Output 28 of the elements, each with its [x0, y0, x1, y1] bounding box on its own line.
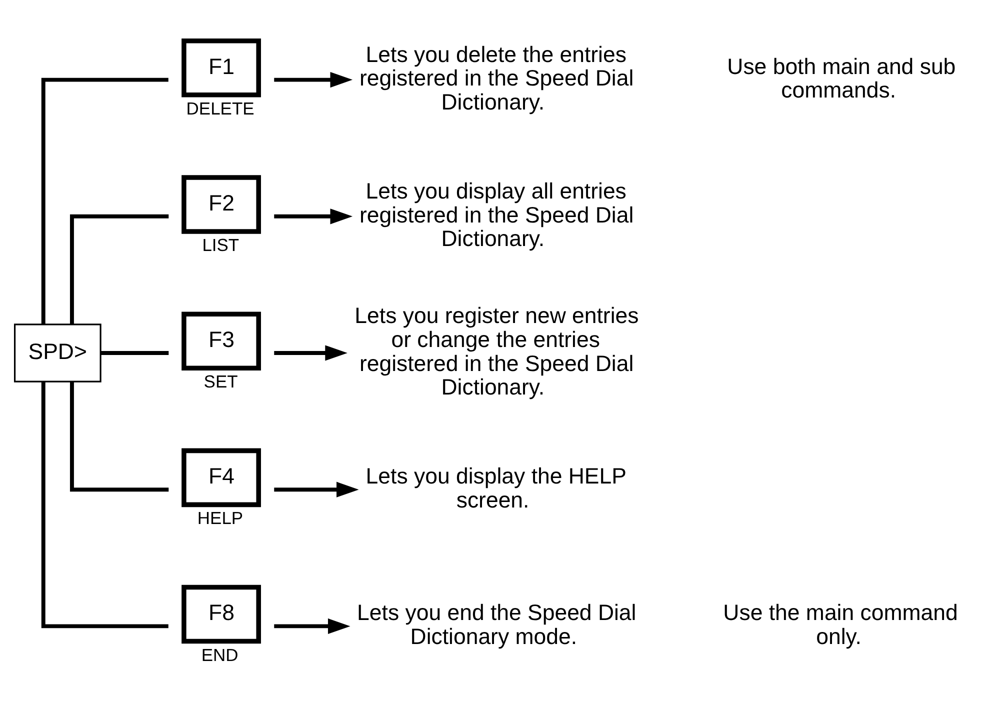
node-label: SET [204, 371, 238, 392]
node-box: F1 [182, 38, 261, 97]
node-box: SPD> [14, 323, 102, 382]
label: Use the main command only. [723, 600, 958, 648]
node-label: HELP [197, 508, 244, 528]
node-box: F2 [182, 174, 261, 234]
node-box: F3 [182, 311, 261, 370]
node-box: F8 [182, 584, 261, 644]
node-text: Lets you delete the entries registered in the Speed Dial Dictionary. [359, 41, 634, 114]
node-text: Lets you end the Speed Dial Dictionary mode. [357, 600, 636, 648]
connector [70, 214, 169, 324]
node-label: DELETE [186, 98, 254, 118]
connector [41, 381, 168, 628]
node-text: Lets you display all entries registered in the Speed Dial Dictionary. [359, 178, 634, 251]
connector [100, 350, 169, 354]
node-label: LIST [202, 234, 240, 255]
connector [41, 77, 168, 324]
arrow [274, 481, 359, 497]
arrow [274, 208, 353, 224]
node-box: F4 [182, 448, 261, 507]
arrow [274, 344, 348, 360]
node-text: Lets you register new entries or change the entries registered in the Speed Dial Dictionary. [354, 302, 639, 400]
label: Use both main and sub commands. [727, 53, 956, 102]
arrow [274, 72, 353, 88]
node-text: Lets you display the HELP screen. [366, 463, 626, 512]
connector [70, 381, 169, 492]
arrow [274, 618, 350, 634]
node-label: END [201, 644, 238, 664]
